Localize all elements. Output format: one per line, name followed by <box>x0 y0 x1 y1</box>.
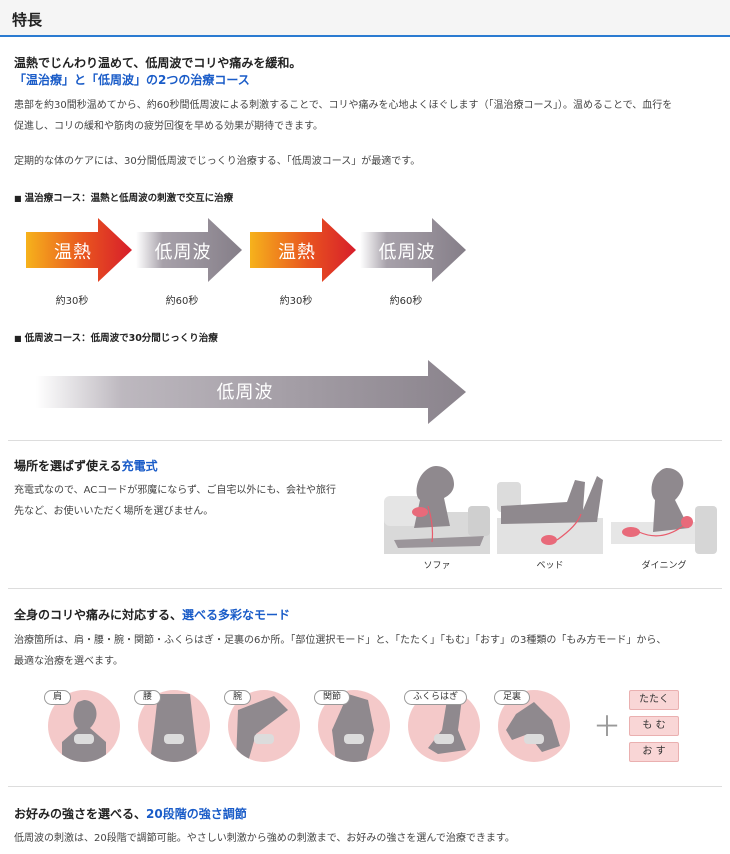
section2-headline-text: 場所を選ばず使える <box>14 459 122 473</box>
body-part-label: 肩 <box>44 690 72 705</box>
section3-body-line1: 治療箇所は、肩・腰・腕・関節・ふくらはぎ・足裏の6か所。「部位選択モード」と、「… <box>14 635 667 646</box>
section2-body-line1: 充電式なので、ACコードが邪魔にならず、ご自宅以外にも、会社や旅行 <box>14 485 337 496</box>
body-part-image <box>48 690 120 762</box>
section-divider <box>8 588 722 589</box>
section4-headline-accent: 20段階の強さ調節 <box>146 807 247 821</box>
section2-headline: 場所を選ばず使える充電式 <box>14 457 158 474</box>
low-frequency-step-arrow <box>360 218 466 282</box>
body-part-image <box>318 690 390 762</box>
section-divider <box>8 786 722 787</box>
section4-headline-text: お好みの強さを選べる、 <box>14 807 147 821</box>
warm-step-duration: 約30秒 <box>55 296 89 307</box>
section3-body-line2: 最適な治療を選べます。 <box>14 656 123 667</box>
section2-body-line2: 先など、お使いいただく場所を選びません。 <box>14 506 214 517</box>
section1-headline-line2: 「温治療」と「低周波」の2つの治療コース <box>14 73 250 87</box>
section-divider <box>8 440 722 441</box>
warm-course-label: 温治療コース：温熱と低周波の刺激で交互に治療 <box>14 190 234 204</box>
warm-step-duration: 約60秒 <box>165 296 199 307</box>
scene-label-sofa: ソファ <box>423 561 451 571</box>
body-part-image <box>498 690 570 762</box>
warm-step-label: 温熱 <box>278 242 316 263</box>
plus-icon: ＋ <box>593 710 622 743</box>
warm-step-duration: 約60秒 <box>389 296 423 307</box>
sofa-scene-image <box>384 466 490 554</box>
body-part-label: 腕 <box>224 690 252 705</box>
body-part-label: 腰 <box>134 690 162 705</box>
body-part-label: 関節 <box>314 690 351 705</box>
dining-scene-image <box>611 468 717 554</box>
page-title: 特長 <box>12 11 43 29</box>
mode-osu: お す <box>629 742 679 762</box>
low-frequency-long-arrow <box>36 360 466 424</box>
low-frequency-long-arrow-label: 低周波 <box>216 382 274 403</box>
warm-step-duration: 約30秒 <box>279 296 313 307</box>
bed-scene-image <box>497 476 603 554</box>
body-part-image <box>138 690 210 762</box>
section1-body-line3: 定期的な体のケアには、30分間低周波でじっくり治療する、「低周波コース」が最適で… <box>14 156 421 167</box>
mode-tataku: たたく <box>629 690 679 710</box>
section1-headline-line1: 温熱でじんわり温めて、低周波でコリや痛みを緩和。 <box>14 56 302 70</box>
section3-headline: 全身のコリや痛みに対応する、選べる多彩なモード <box>14 606 290 623</box>
scene-label-bed: ベッド <box>536 561 564 571</box>
low-frequency-step-arrow <box>136 218 242 282</box>
heat-step-arrow <box>26 218 132 282</box>
body-part-image <box>408 690 480 762</box>
section2-headline-accent: 充電式 <box>121 459 158 473</box>
section1-body-line2: 促進し、コリの緩和や筋肉の疲労回復を早める効果が期待できます。 <box>14 121 323 132</box>
section1-body-line1: 患部を約30間秒温めてから、約60秒間低周波による刺激することで、コリや痛みを心… <box>14 100 673 111</box>
section4-body-line1: 低周波の刺激は、20段階で調節可能。やさしい刺激から強めの刺激まで、お好みの強さ… <box>14 833 515 844</box>
low-course-label: 低周波コース：低周波で30分間じっくり治療 <box>14 330 218 344</box>
section4-headline: お好みの強さを選べる、20段階の強さ調節 <box>14 805 247 822</box>
heat-step-arrow <box>250 218 356 282</box>
warm-step-label: 低周波 <box>378 242 436 263</box>
warm-step-label: 温熱 <box>54 242 92 263</box>
body-part-label: ふくらはぎ <box>404 690 468 705</box>
body-part-label: 足裏 <box>494 690 531 705</box>
section3-headline-text: 全身のコリや痛みに対応する、 <box>14 608 183 622</box>
mode-momu: も む <box>629 716 679 736</box>
warm-step-label: 低周波 <box>154 242 212 263</box>
body-part-image <box>228 690 300 762</box>
page-header: 特長 <box>0 0 730 37</box>
section3-headline-accent: 選べる多彩なモード <box>182 608 291 622</box>
scene-label-dining: ダイニング <box>641 561 687 571</box>
